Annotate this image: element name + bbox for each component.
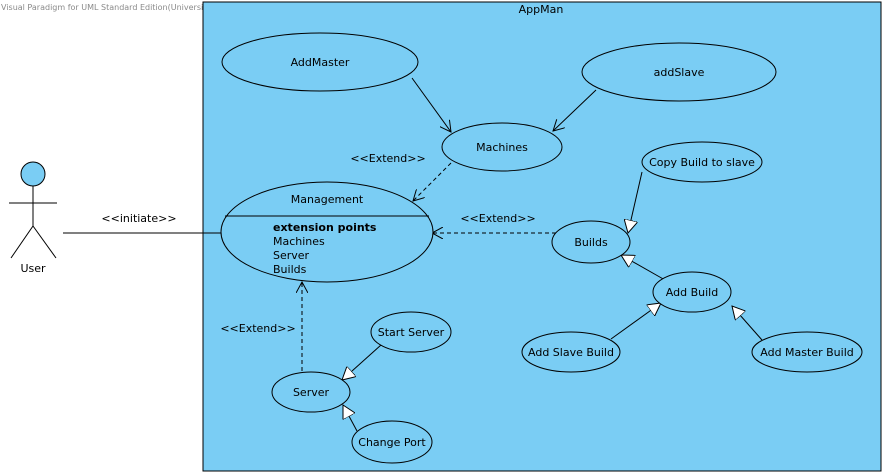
usecase-label: addSlave [654,66,705,79]
generalization-changeport-server[interactable] [343,405,358,432]
extend-label-builds: <<Extend>> [460,212,535,225]
generalization-copybuild-builds[interactable] [628,171,643,233]
usecase-label: Start Server [378,326,445,339]
extend-edge-machines[interactable] [413,162,452,201]
edge-addmaster-machines[interactable] [411,77,451,132]
usecase-machines[interactable]: Machines [441,122,563,172]
usecase-copy-build[interactable]: Copy Build to slave [641,141,763,183]
extension-points-heading: extension points [273,221,377,234]
usecase-addslave[interactable]: addSlave [581,42,777,102]
usecase-label: Server [293,386,330,399]
watermark-text: Visual Paradigm for UML Standard Edition… [1,3,258,12]
usecase-label: Add Build [666,286,718,299]
extension-point: Builds [273,263,307,276]
stick-figure-actor-icon [9,161,57,259]
usecase-label: Add Slave Build [528,346,614,359]
usecase-label: AddMaster [291,56,350,69]
actor-name: User [20,262,46,275]
usecase-change-port[interactable]: Change Port [351,420,433,464]
generalization-addmasterbuild-addbuild[interactable] [732,306,763,341]
generalization-addbuild-builds[interactable] [621,255,666,281]
usecase-label: Add Master Build [760,346,853,359]
usecase-start-server[interactable]: Start Server [370,311,452,353]
usecase-label: Builds [574,236,608,249]
initiate-label: <<initiate>> [101,212,176,225]
usecase-server[interactable]: Server [271,371,351,413]
extend-label-server: <<Extend>> [220,322,295,335]
usecase-label: Copy Build to slave [649,156,755,169]
management-title: Management [291,193,364,206]
extension-point: Machines [273,235,325,248]
usecase-add-build[interactable]: Add Build [652,271,732,313]
usecase-label: Machines [476,141,528,154]
usecase-management[interactable]: Management extension points Machines Ser… [220,181,434,283]
extend-label-machines: <<Extend>> [350,152,425,165]
system-title: AppMan [519,3,564,16]
usecase-addmaster[interactable]: AddMaster [221,32,419,92]
extension-point: Server [273,249,310,262]
generalization-addslavebuild-addbuild[interactable] [610,303,661,340]
usecase-add-slave-build[interactable]: Add Slave Build [521,331,621,373]
edge-addslave-machines[interactable] [553,89,597,131]
usecase-add-master-build[interactable]: Add Master Build [751,331,863,373]
usecase-label: Change Port [358,436,426,449]
usecase-builds[interactable]: Builds [551,220,631,264]
actor-user[interactable]: User [9,161,57,275]
generalization-startserver-server[interactable] [342,344,382,380]
